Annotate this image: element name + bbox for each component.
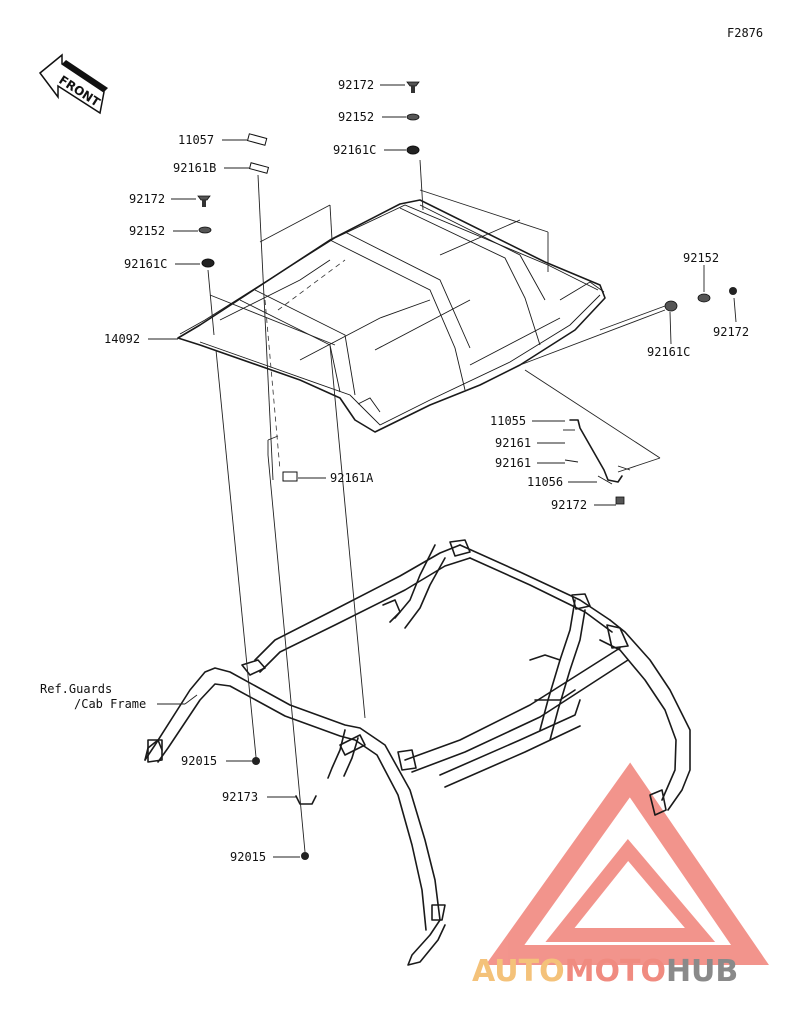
part-label-11056: 11056	[527, 475, 563, 489]
part-label-92152-left: 92152	[129, 224, 165, 238]
washer-icon	[198, 226, 212, 234]
roof-panel-14092	[177, 199, 606, 433]
watermark-triangle-outer	[485, 762, 769, 965]
washer-icon	[406, 113, 420, 121]
watermark-moto: MOTO	[565, 954, 666, 989]
part-label-11057: 11057	[178, 133, 214, 147]
watermark-logo	[485, 762, 769, 965]
nut-92015b-icon	[301, 852, 309, 860]
part-label-14092: 14092	[104, 332, 140, 346]
bracket-assembly	[563, 419, 631, 505]
watermark-auto: AUTO	[472, 954, 565, 989]
part-label-92015-a: 92015	[181, 754, 217, 768]
part-label-92172-right: 92172	[713, 325, 749, 339]
part-label-11055: 11055	[490, 414, 526, 428]
grommet-icon	[664, 300, 678, 312]
part-label-92152-top: 92152	[338, 110, 374, 124]
grommet-icon	[406, 145, 420, 155]
watermark-hub: HUB	[666, 954, 738, 989]
part-label-92152-right: 92152	[683, 251, 719, 265]
part-label-92173: 92173	[222, 790, 258, 804]
washer-icon	[697, 293, 711, 303]
part-label-92161C-top: 92161C	[333, 143, 376, 157]
nut-92015a-icon	[252, 757, 260, 765]
part-label-92161C-left: 92161C	[124, 257, 167, 271]
watermark-text: AUTOMOTOHUB	[472, 954, 738, 989]
hardware-left	[197, 195, 215, 268]
bolt-icon	[197, 195, 211, 201]
part-label-92172-bracket: 92172	[551, 498, 587, 512]
part-label-92161-b: 92161	[495, 456, 531, 470]
clip-92161B-icon	[248, 162, 270, 174]
part-label-92161A: 92161A	[330, 471, 374, 485]
leader-lines	[148, 84, 737, 858]
watermark-triangle-inner	[545, 838, 716, 942]
nut-icon	[729, 287, 737, 295]
grommet-icon	[201, 258, 215, 268]
part-label-92172-left: 92172	[129, 192, 165, 206]
cab-frame	[144, 539, 691, 966]
part-label-92015-b: 92015	[230, 850, 266, 864]
ref-note-line2: /Cab Frame	[74, 697, 146, 711]
front-direction-badge: FRONT	[38, 53, 108, 115]
part-labels: 92172 92152 92161C 11057 92161B 92172 92…	[40, 78, 749, 864]
part-label-92161B: 92161B	[173, 161, 216, 175]
front-arrow-icon	[38, 53, 105, 115]
hardware-top	[406, 81, 420, 155]
part-label-92161-a: 92161	[495, 436, 531, 450]
clip-11057-icon	[246, 133, 268, 146]
ref-note-line1: Ref.Guards	[40, 682, 112, 696]
clamp-92173-icon	[295, 795, 317, 805]
bolt-icon	[406, 81, 420, 87]
part-label-92161C-right: 92161C	[647, 345, 690, 359]
pad-92161A-icon	[282, 471, 298, 482]
nut-icon	[615, 496, 625, 505]
figure-code: F2876	[727, 26, 763, 40]
part-label-92172-top: 92172	[338, 78, 374, 92]
hardware-right	[664, 287, 737, 312]
